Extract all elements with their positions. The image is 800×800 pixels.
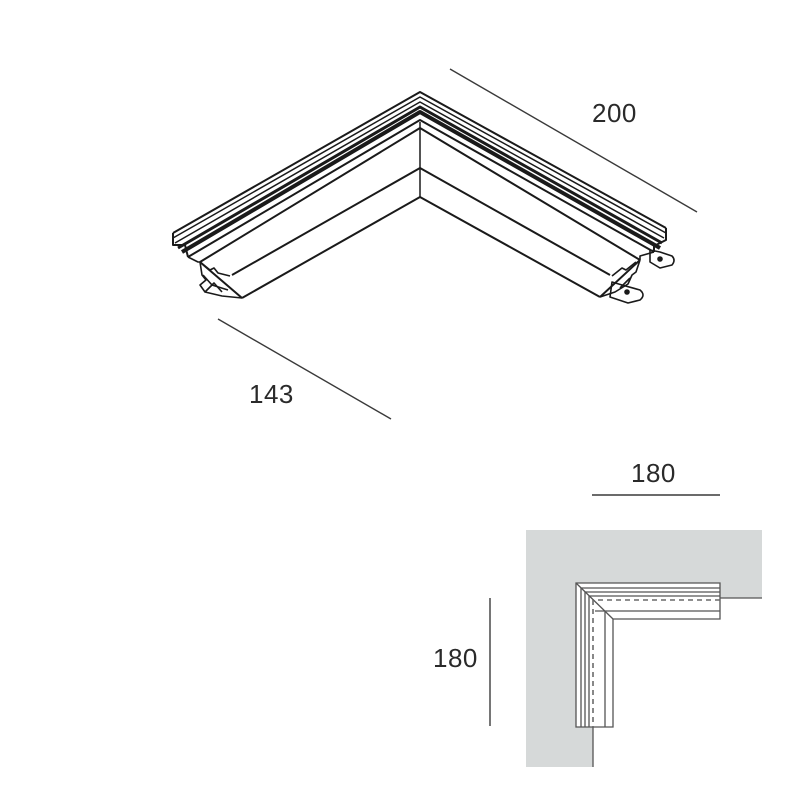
top-rail-stripes	[172, 91, 667, 258]
left-end-profile	[187, 256, 243, 299]
plan-view	[526, 530, 762, 767]
dimension-line-200	[449, 68, 698, 213]
dimension-label-180-height: 180	[433, 643, 478, 673]
right-end-profile	[599, 251, 655, 298]
dimension-label-143: 143	[249, 379, 294, 409]
middle-crease	[231, 167, 611, 276]
lower-face	[199, 196, 641, 299]
plan-dimension-lines	[489, 494, 720, 726]
plan-background	[526, 530, 762, 767]
isometric-corner-profile	[172, 91, 675, 304]
dimension-label-200: 200	[592, 98, 637, 128]
connector-tab-lower	[609, 281, 644, 304]
dimension-line-143	[217, 318, 392, 420]
isometric-dimension-lines	[217, 68, 698, 420]
connector-tab-upper	[649, 249, 675, 269]
dimension-label-180-width: 180	[631, 458, 676, 488]
upper-face	[199, 122, 641, 263]
